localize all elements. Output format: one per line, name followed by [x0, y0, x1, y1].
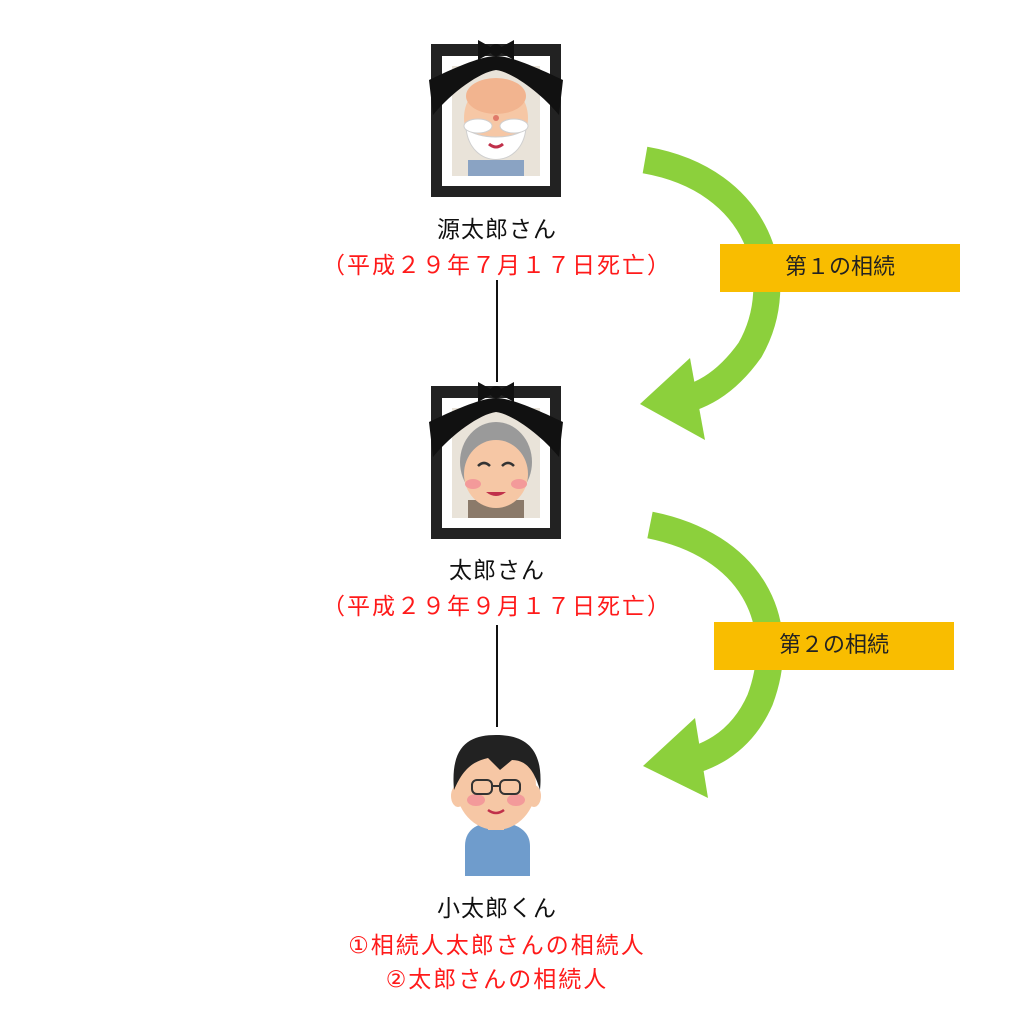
connector-line-2 [496, 625, 498, 727]
person-name-3: 小太郎くん [437, 896, 557, 922]
inheritance-label-2: 第２の相続 [714, 622, 954, 670]
inheritance-label-1: 第１の相続 [720, 244, 960, 292]
heir-note-1: ①相続人太郎さんの相続人 [348, 933, 646, 959]
death-date-1: （平成２９年７月１７日死亡） [322, 253, 672, 279]
person-name-1: 源太郎さん [437, 217, 557, 243]
person-name-2: 太郎さん [449, 558, 545, 584]
death-date-2: （平成２９年９月１７日死亡） [322, 594, 672, 620]
arrow-icon-1 [640, 146, 781, 440]
arrow-icon-2 [643, 511, 784, 798]
heir-note-2: ②太郎さんの相続人 [385, 967, 609, 993]
connector-line-1 [496, 280, 498, 382]
